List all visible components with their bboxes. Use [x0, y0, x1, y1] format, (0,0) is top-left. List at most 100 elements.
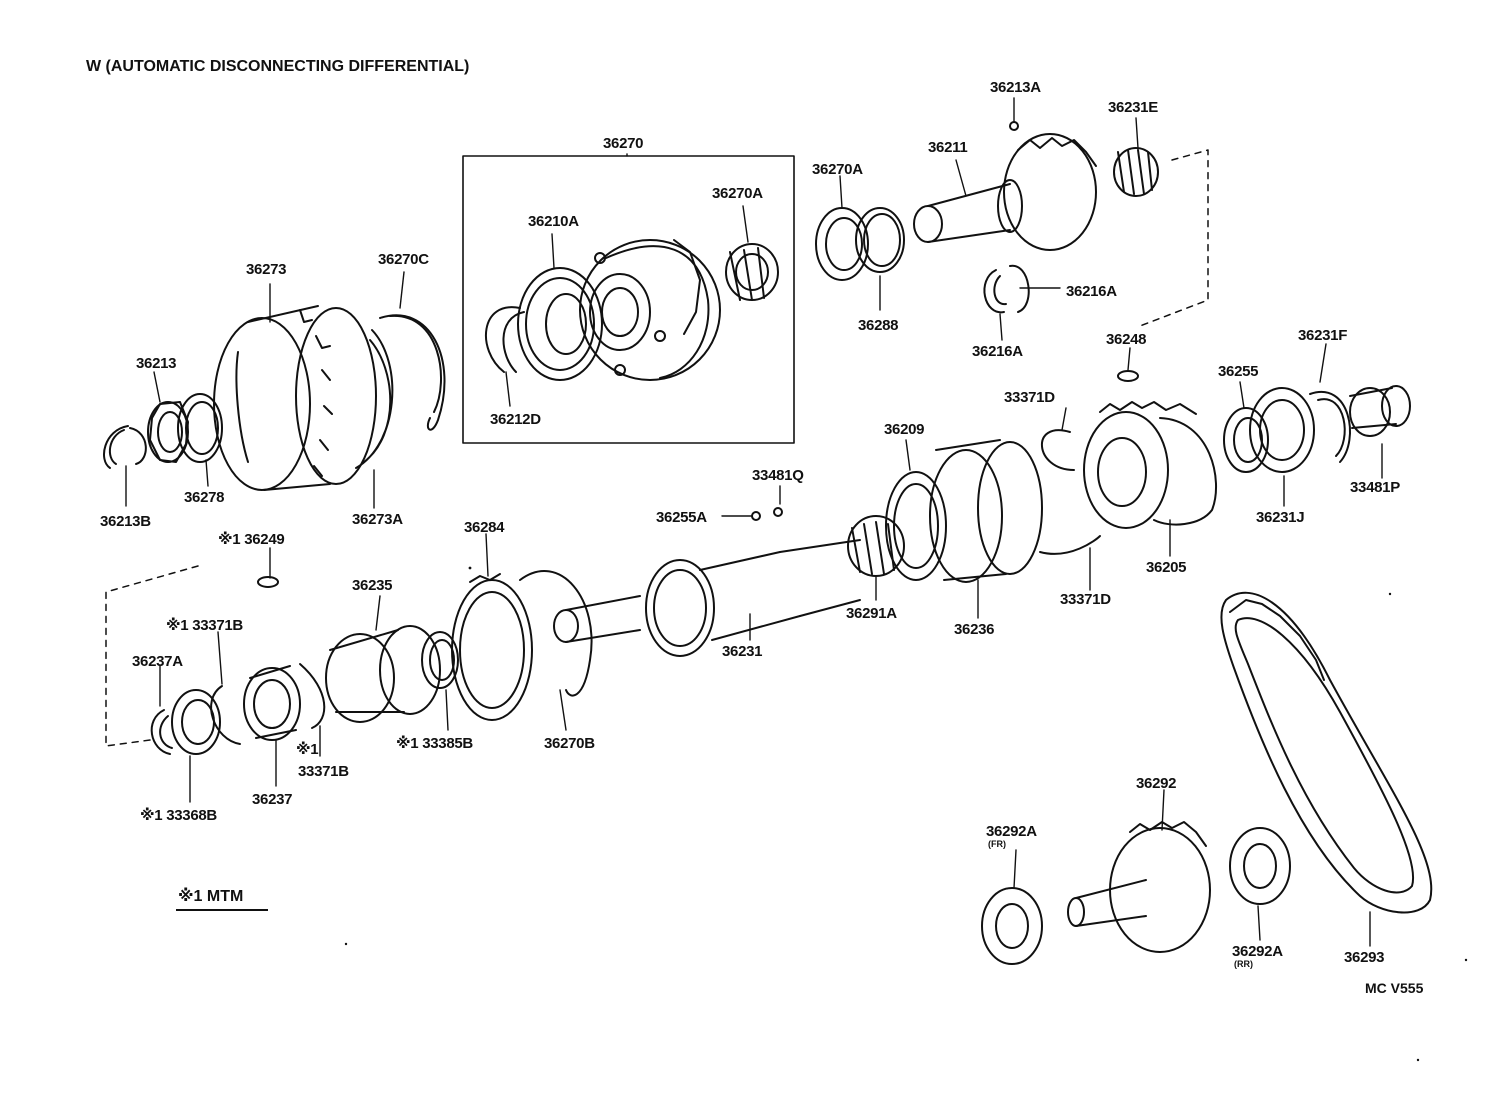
part-label[interactable]: 36213B — [100, 513, 151, 530]
drive-sprocket-36292 — [1067, 821, 1211, 953]
ball-33481Q — [773, 507, 783, 517]
sync-ring-36284 — [451, 573, 533, 721]
part-label[interactable]: ※1 33368B — [140, 807, 217, 824]
dashed-leader-left — [105, 565, 199, 747]
part-note: (RR) — [1234, 959, 1253, 969]
bearing-33368B — [171, 689, 221, 755]
part-label[interactable]: 33481P — [1350, 479, 1400, 496]
seal-36270A — [815, 207, 869, 281]
specks — [344, 566, 1468, 1062]
snap-ring-36237A — [150, 709, 173, 755]
part-label[interactable]: 36213A — [990, 79, 1041, 96]
ring-33371D-bot — [1039, 535, 1101, 555]
bearing-36231J — [1249, 387, 1315, 473]
legend-underline — [176, 909, 268, 911]
part-label[interactable]: 36231E — [1108, 99, 1158, 116]
bearing-36292A-rr — [1229, 827, 1291, 905]
part-label[interactable]: ※1 36249 — [218, 531, 285, 548]
part-label[interactable]: 36270A — [712, 185, 763, 202]
part-label[interactable]: 36209 — [884, 421, 925, 438]
part-label[interactable]: 33481Q — [752, 467, 804, 484]
part-label[interactable]: 36273A — [352, 511, 403, 528]
part-label[interactable]: 36273 — [246, 261, 287, 278]
ring-33371D-top — [1041, 429, 1075, 471]
part-label[interactable]: 36210A — [528, 213, 579, 230]
drive-chain-36293 — [1220, 591, 1433, 914]
snap-ring-36273A — [355, 329, 394, 469]
part-label[interactable]: 36236 — [954, 621, 995, 638]
washer-33385B — [421, 631, 459, 689]
snap-ring-36212D — [484, 306, 525, 373]
part-label[interactable]: 36235 — [352, 577, 393, 594]
part-label[interactable]: 36213 — [136, 355, 177, 372]
part-label[interactable]: 36255A — [656, 509, 707, 526]
part-label[interactable]: 36293 — [1344, 949, 1385, 966]
hub-36235 — [325, 625, 441, 723]
part-label[interactable]: 36211 — [928, 139, 968, 156]
part-label[interactable]: 36292A — [986, 823, 1037, 840]
snap-ring-36270B — [519, 570, 593, 697]
snap-ring-36270C — [379, 314, 446, 431]
gear-36237 — [243, 665, 301, 741]
part-label[interactable]: 36216A — [1066, 283, 1117, 300]
bearing-36292A-fr — [981, 887, 1043, 965]
dashed-leader-right — [1139, 149, 1209, 327]
part-label[interactable]: 36270B — [544, 735, 595, 752]
ring-36288 — [855, 207, 905, 273]
part-label[interactable]: 36255 — [1218, 363, 1259, 380]
part-label[interactable]: 36212D — [490, 411, 541, 428]
legend-mtm: ※1 MTM — [178, 888, 244, 905]
ring-33371B-bot — [299, 663, 326, 729]
ring-33371B-top — [210, 685, 241, 745]
sync-ring-36209 — [885, 471, 947, 581]
part-label[interactable]: 33371D — [1004, 389, 1055, 406]
bearing-36210A — [517, 267, 603, 381]
differential-case — [579, 239, 721, 381]
label-36270-box: 36270 — [603, 135, 644, 152]
bearing-33481P — [1349, 385, 1411, 437]
part-label[interactable]: 33371D — [1060, 591, 1111, 608]
part-label[interactable]: 36288 — [858, 317, 899, 334]
part-label[interactable]: ※1 33385B — [396, 735, 473, 752]
leader-lines — [125, 97, 1383, 947]
diagram-title: W (AUTOMATIC DISCONNECTING DIFFERENTIAL) — [86, 58, 470, 75]
part-label[interactable]: 33371B — [298, 763, 349, 780]
part-label[interactable]: 36284 — [464, 519, 505, 536]
part-label[interactable]: 36278 — [184, 489, 225, 506]
part-label[interactable]: 36292 — [1136, 775, 1177, 792]
part-label[interactable]: 36237 — [252, 791, 293, 808]
part-label[interactable]: 36231J — [1256, 509, 1305, 526]
part-label[interactable]: 36248 — [1106, 331, 1147, 348]
washer-36278 — [177, 393, 223, 463]
needle-bearing-36231E — [1113, 147, 1159, 197]
ring-gear-36273 — [213, 305, 377, 491]
sprocket-36205 — [1083, 401, 1217, 529]
key-36248 — [1117, 370, 1139, 382]
part-label[interactable]: ※1 33371B — [166, 617, 243, 634]
part-label[interactable]: 36292A — [1232, 943, 1283, 960]
ring-36231F — [1309, 390, 1351, 463]
nut-36213 — [147, 401, 189, 463]
part-label[interactable]: ※1 — [296, 741, 319, 758]
part-label[interactable]: 36291A — [846, 605, 897, 622]
drawing-code: MC V555 — [1365, 980, 1424, 996]
part-label[interactable]: 36231F — [1298, 327, 1348, 344]
snap-ring-36213B — [103, 425, 147, 469]
snap-rings-36216A — [983, 264, 1030, 314]
shaft-gear-36211 — [913, 133, 1097, 251]
ball-36255A — [751, 511, 761, 521]
part-label[interactable]: 36237A — [132, 653, 183, 670]
subassembly-box — [462, 155, 795, 444]
key-36249 — [257, 576, 279, 588]
part-label[interactable]: 36216A — [972, 343, 1023, 360]
part-label[interactable]: 36205 — [1146, 559, 1187, 576]
needle-bearing-36270A-box — [725, 243, 779, 301]
part-label[interactable]: 36270A — [812, 161, 863, 178]
part-label[interactable]: 36270C — [378, 251, 429, 268]
part-label[interactable]: 36231 — [722, 643, 763, 660]
part-note: (FR) — [988, 839, 1006, 849]
sleeve-36236 — [929, 439, 1043, 583]
output-shaft-36231 — [553, 539, 861, 657]
